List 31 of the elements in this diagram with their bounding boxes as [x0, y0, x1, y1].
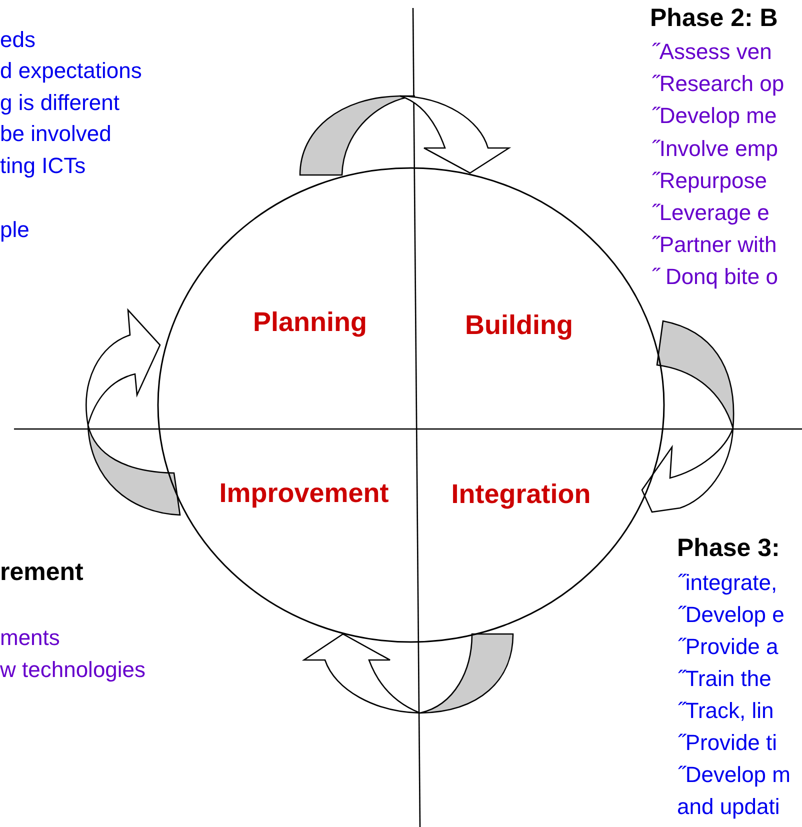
bullet-text: ments	[0, 625, 60, 651]
bullet-text: w technologies	[0, 657, 146, 683]
quadrant-label: Planning	[253, 306, 367, 338]
bullet-text: g is different	[0, 90, 120, 116]
phase-heading: Phase 2: B	[650, 5, 778, 31]
quadrant-label: Improvement	[219, 477, 389, 509]
quadrant-label: Building	[465, 309, 573, 341]
quadrant-label: Integration	[451, 478, 591, 510]
bullet-text: ˝ Donq bite o	[652, 264, 778, 290]
bullet-text: ˝integrate,	[678, 570, 778, 596]
bullet-text: ˝Develop me	[652, 103, 777, 130]
bullet-text: ˝Develop m	[678, 762, 790, 788]
bullet-text: ˝Research op	[652, 71, 784, 98]
bullet-text: ˝Provide ti	[678, 730, 778, 756]
bullet-text: be involved	[0, 121, 112, 147]
bullet-text: ˝Involve emp	[652, 136, 778, 162]
bullet-text: eds	[0, 27, 36, 53]
bullet-text: ˝Develop e	[678, 602, 784, 628]
bullet-text: d expectations	[0, 58, 142, 84]
bullet-text: ˝Leverage e	[652, 200, 770, 226]
phase-heading: rement	[0, 559, 84, 585]
bullet-text: ˝Assess ven	[652, 39, 772, 65]
bullet-text: ting ICTs	[0, 153, 86, 179]
bullet-text: ˝Track, lin	[678, 698, 774, 724]
bullet-text: ˝Train the	[678, 666, 772, 692]
bullet-text: ˝Repurpose	[652, 168, 767, 194]
phase-heading: Phase 3:	[677, 535, 780, 561]
bullet-text: and updati	[677, 794, 780, 820]
bullet-text: ˝Partner with	[652, 232, 777, 258]
bullet-text: ple	[0, 217, 30, 243]
bullet-text: ˝Provide a	[678, 634, 778, 660]
